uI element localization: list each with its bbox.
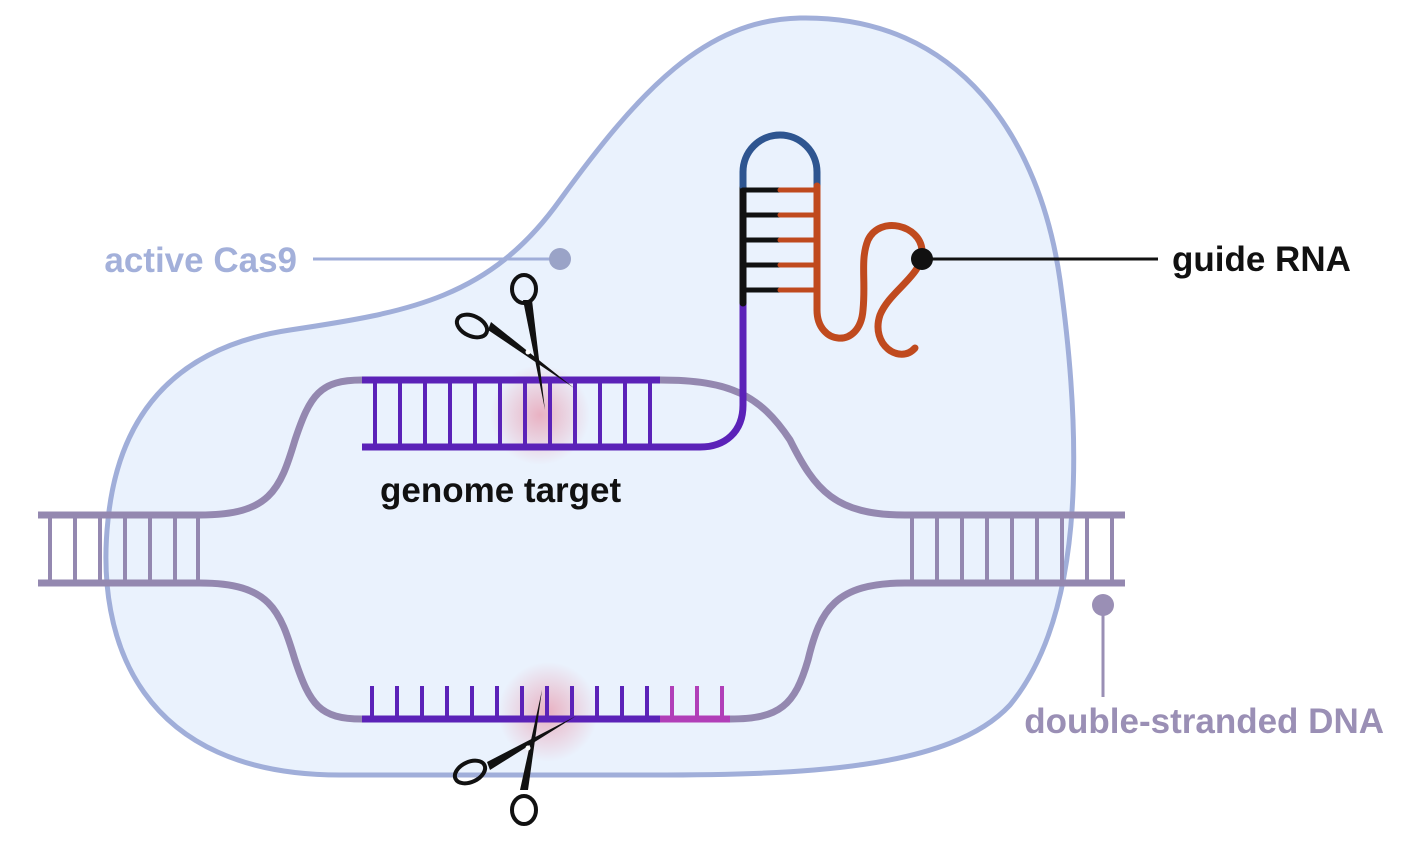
cas9-callout [313, 248, 571, 270]
non-target-strand-bottom [362, 686, 730, 723]
guide-rna-base-pairs [740, 187, 820, 293]
scissors-icon-top [454, 273, 574, 410]
unwound-dna-strands [196, 376, 909, 723]
dsdna-label: double-stranded DNA [1024, 702, 1384, 741]
genome-target-label: genome target [380, 471, 621, 510]
target-strand-top [362, 303, 747, 451]
guide-rna-hairpin [739, 131, 926, 358]
cas9-label: active Cas9 [104, 241, 297, 280]
guide-rna-label: guide RNA [1172, 240, 1351, 279]
dsdna-callout [1092, 594, 1114, 697]
cut-site-glow-top [490, 365, 590, 465]
dsdna-right-ladder [905, 511, 1125, 587]
cas9-protein-shape [103, 15, 1077, 778]
scissors-icon-bottom [452, 690, 576, 826]
guide-rna-callout [911, 248, 1158, 270]
dsdna-left-ladder [38, 511, 200, 587]
